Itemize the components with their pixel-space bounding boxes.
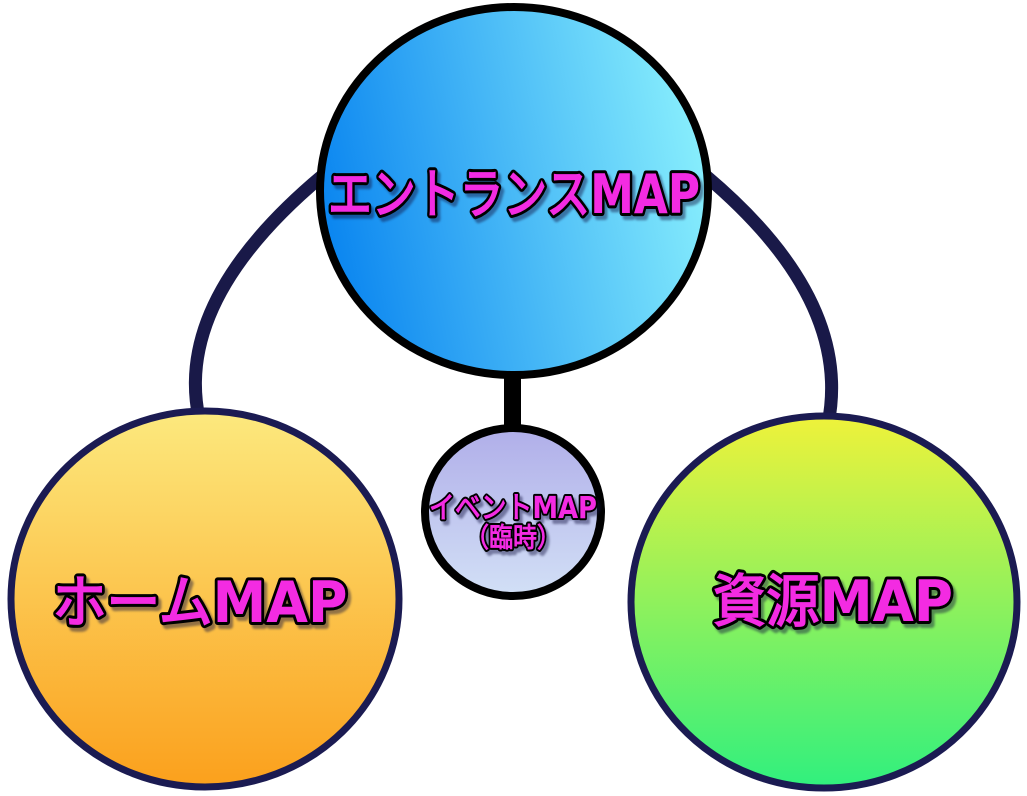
event-map-circle xyxy=(421,424,605,600)
entrance-map-circle xyxy=(316,3,712,379)
resource-map-circle xyxy=(627,412,1021,792)
node-resource-map: 資源MAP xyxy=(627,412,1021,792)
entrance-map-label: エントランスMAP xyxy=(328,163,700,226)
home-map-label: ホームMAP xyxy=(53,570,348,636)
node-entrance-map: エントランスMAP xyxy=(316,3,712,379)
event-map-label-line2: （臨時） xyxy=(465,523,561,554)
home-map-circle xyxy=(7,407,403,791)
event-map-label: イベントMAP xyxy=(429,491,597,526)
connector-entrance-home xyxy=(188,171,327,420)
node-home-map: ホームMAP xyxy=(7,407,403,791)
connector-entrance-resource xyxy=(701,171,839,426)
resource-map-label: 資源MAP xyxy=(713,569,953,635)
node-event-map: イベントMAP （臨時） xyxy=(421,424,605,600)
